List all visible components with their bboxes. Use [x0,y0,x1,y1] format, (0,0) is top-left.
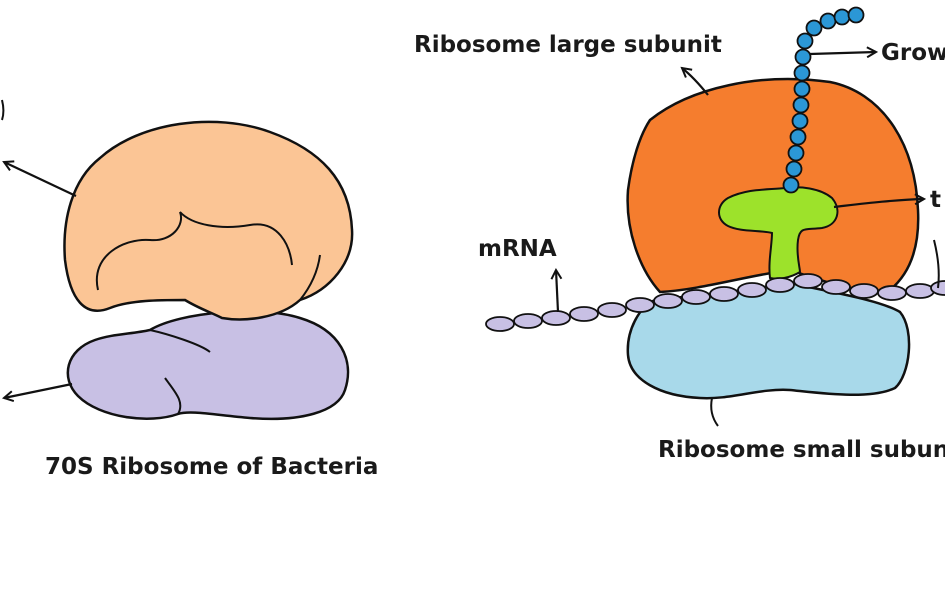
left-large-subunit [63,120,354,321]
amino-acid-bead [791,112,809,130]
mrna-bead [877,285,907,301]
amino-acid-bead [847,6,865,24]
mrna-bead [485,316,515,332]
trna-shape [718,186,839,280]
mrna-bead [737,282,767,298]
left-large-subunit-arrow [4,162,77,197]
left-ribosome [1,99,354,421]
mrna-bead [765,277,795,293]
small-subunit-label: Ribosome small subun [658,437,945,463]
right-ribosome [485,6,945,427]
amino-acid-bead [805,19,823,37]
mrna-bead [597,302,627,318]
amino-acid-bead [794,48,812,66]
left-large-subunit-groove [95,211,293,291]
left-small-subunit-crease [164,377,182,415]
mrna-bead [569,306,599,322]
small-subunit-tick [710,397,719,427]
amino-acid-bead [787,144,805,162]
amino-acid-bead [789,128,807,146]
mrna-bead [905,283,935,299]
mrna-bead [793,273,823,289]
amino-acid-bead [792,96,810,114]
trna-arrow [833,199,924,209]
trna-label: t [930,187,941,213]
amino-acid-bead [833,8,851,26]
growing-chain-label: Grow [881,40,945,66]
mrna-bead [653,293,683,309]
mrna-bead [541,310,571,326]
amino-acid-bead [793,80,811,98]
amino-acid-bead [793,64,811,82]
mrna-arrow [556,270,558,313]
mrna-bead [821,279,851,295]
amino-acid-bead [796,32,814,50]
amino-acid-bead [819,12,837,30]
mrna-bead [849,283,879,299]
large-subunit-label: Ribosome large subunit [414,32,722,58]
mrna-bead [513,313,543,329]
diagram-caption: 70S Ribosome of Bacteria [45,454,379,480]
left-large-subunit-crease [299,254,321,301]
large-subunit-arrow [682,68,709,96]
right-edge-tick [933,239,940,289]
mrna-label: mRNA [478,236,557,262]
mrna-bead [681,289,711,305]
amino-acid-bead [785,160,803,178]
left-small-subunit-arrow [4,382,73,398]
left-cropped-label-tick [1,99,5,121]
mrna-bead [625,297,655,313]
mrna-strand [485,273,945,332]
mrna-bead [709,286,739,302]
growing-chain [782,6,865,194]
growing-chain-arrow [809,52,876,54]
amino-acid-bead [782,176,800,194]
left-small-subunit [66,310,350,421]
left-small-subunit-fold [149,329,211,353]
